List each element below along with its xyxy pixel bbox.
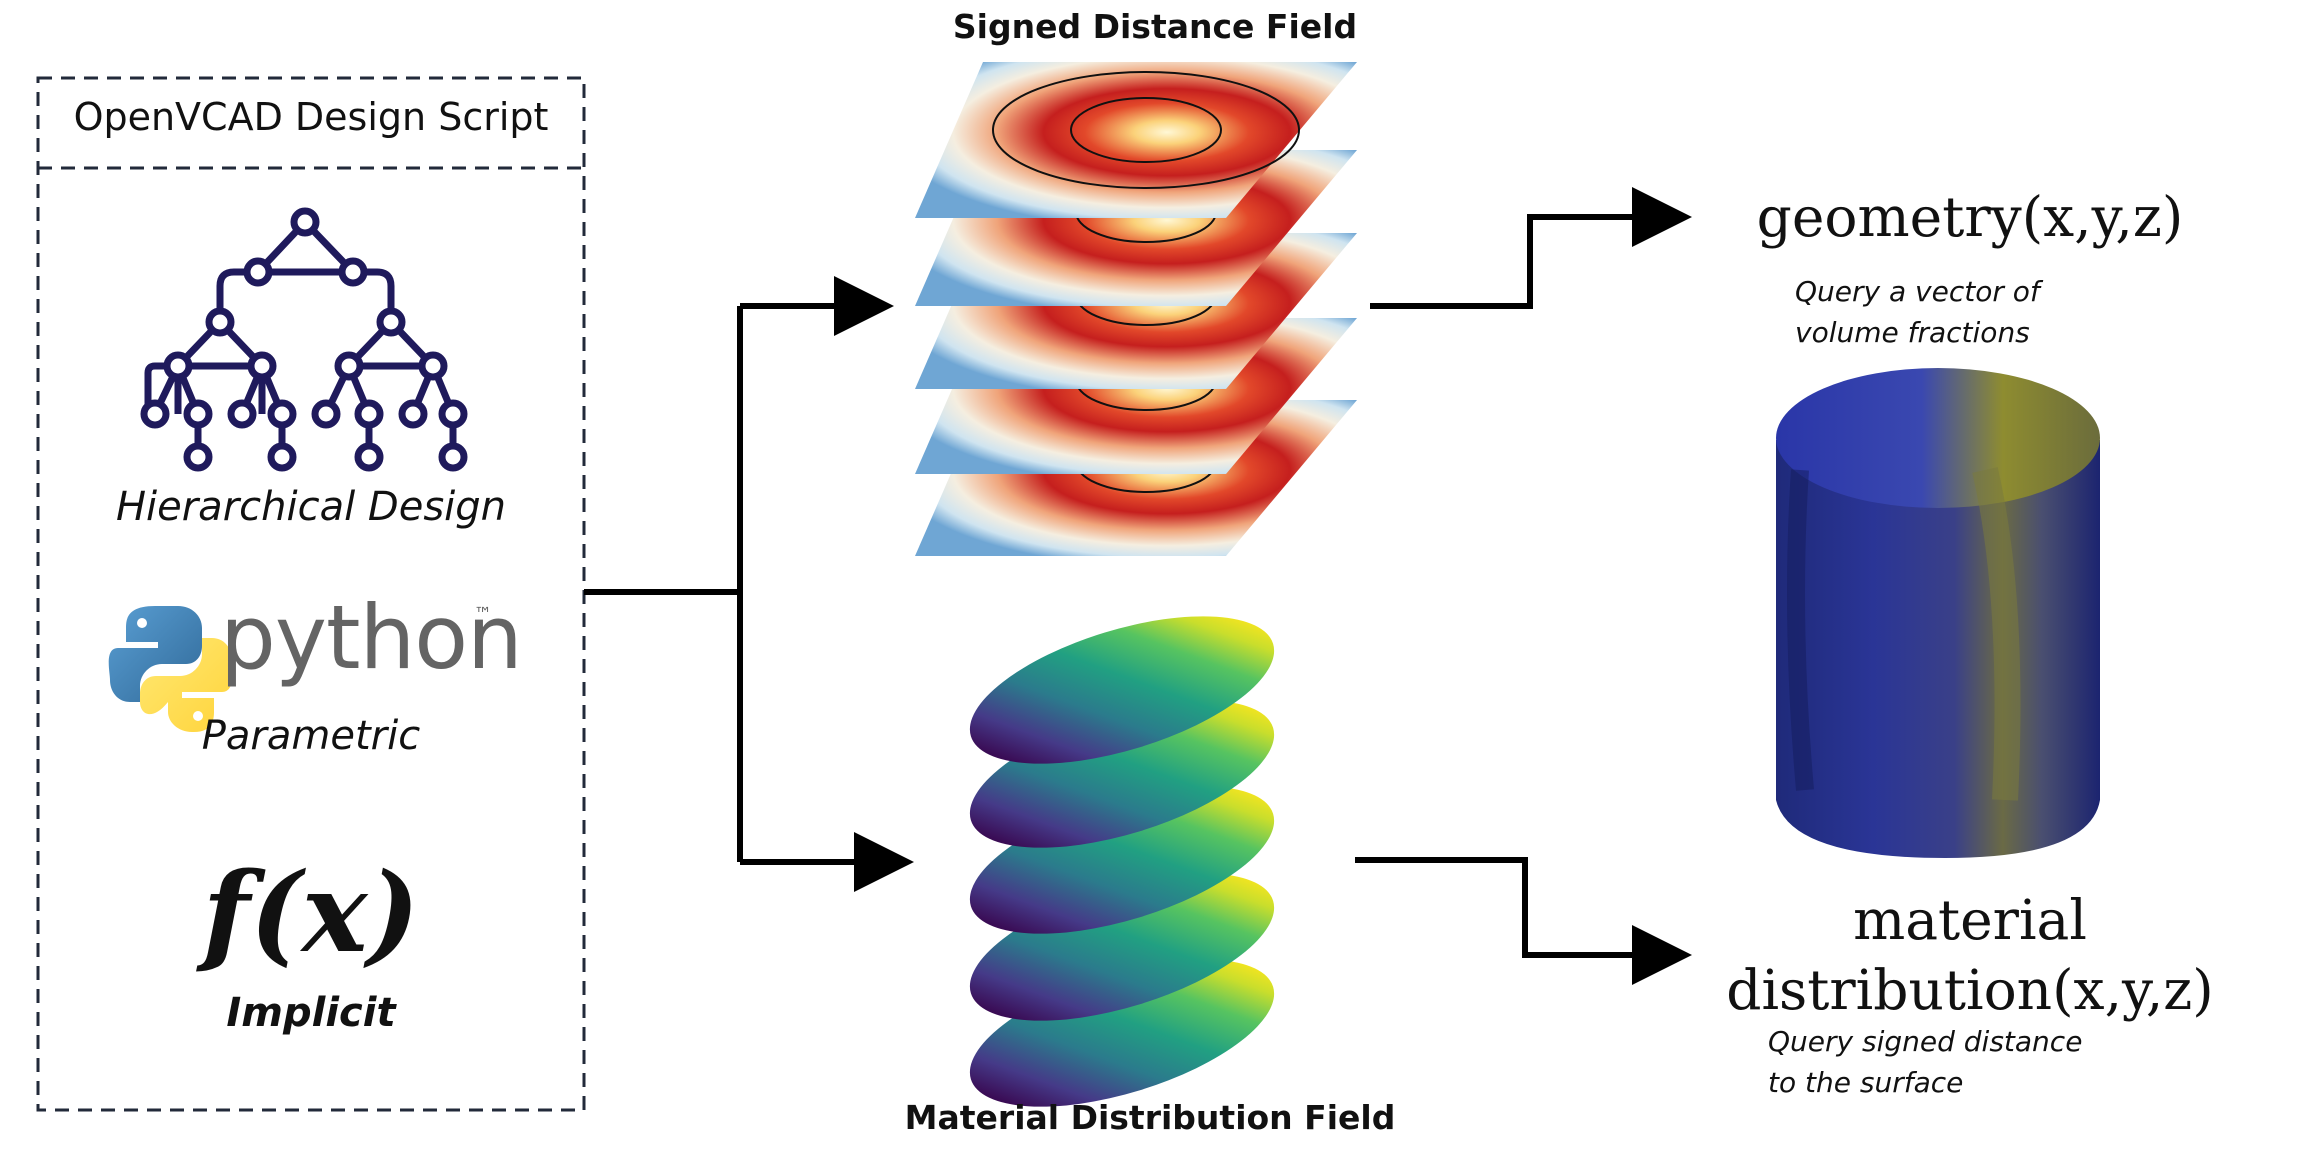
implicit-caption: Implicit xyxy=(226,990,396,1036)
material-field-title: Material Distribution Field xyxy=(904,1098,1396,1137)
connector-arrows xyxy=(584,187,1692,985)
parametric-caption: Parametric xyxy=(201,713,421,759)
arrow-to-geometry xyxy=(1370,187,1692,309)
material-layer xyxy=(969,959,1275,1107)
python-trademark: ™ xyxy=(474,604,492,625)
geometry-note-line1: Query a vector of xyxy=(1795,275,2040,308)
material-note-line1: Query signed distance xyxy=(1768,1025,2083,1058)
geometry-note-line2: volume fractions xyxy=(1795,316,2030,349)
hierarchical-design-caption: Hierarchical Design xyxy=(115,484,507,530)
material-layer xyxy=(969,700,1275,848)
material-note-line2: to the surface xyxy=(1768,1066,1964,1099)
sdf-layer-top xyxy=(915,62,1357,218)
fx-symbol-icon: f(x) xyxy=(202,848,420,977)
material-layer xyxy=(969,873,1275,1021)
material-stack xyxy=(969,616,1275,1107)
material-label-line1: material xyxy=(1853,888,2087,952)
cylinder-render xyxy=(1776,368,2100,858)
python-wordmark: python xyxy=(220,586,523,689)
material-layer xyxy=(969,786,1275,934)
sdf-title: Signed Distance Field xyxy=(952,7,1358,46)
arrow-to-material-distribution xyxy=(1355,857,1692,985)
material-layer xyxy=(969,616,1275,764)
panel-title: OpenVCAD Design Script xyxy=(73,95,549,139)
python-logo-icon xyxy=(108,606,233,732)
geometry-function-label: geometry(x,y,z) xyxy=(1756,185,2184,249)
tree-nodes xyxy=(140,207,468,472)
material-label-line2: distribution(x,y,z) xyxy=(1726,958,2214,1022)
sdf-stack xyxy=(915,62,1357,556)
